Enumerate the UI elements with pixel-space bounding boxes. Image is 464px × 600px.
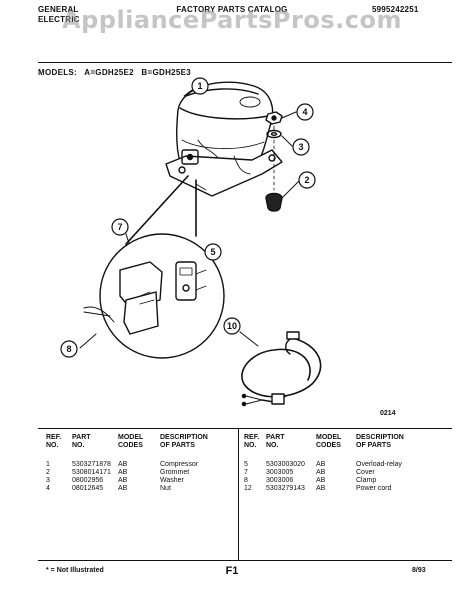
ref-cell: 5 [244, 461, 248, 468]
table-row: 1 5303271878 AB Compressor [46, 461, 236, 469]
part-cell: 5303279143 [266, 485, 305, 492]
callout-10-label: 10 [227, 321, 237, 331]
model-cell: AB [118, 485, 128, 492]
watermark: AppliancePartsPros.com [62, 6, 402, 34]
diagram-code: 0214 [380, 410, 396, 417]
table-top-rule [38, 428, 452, 429]
header-rule [38, 62, 452, 63]
part-cell: 3003005 [266, 469, 294, 476]
callout-3: 3 [292, 138, 310, 156]
part-cell: 08002956 [72, 477, 104, 484]
models-line: MODELS: A=GDH25E2 B=GDH25E3 [38, 68, 192, 77]
model-cell: AB [316, 485, 326, 492]
ref-cell: 7 [244, 469, 248, 476]
table-row: 2 5308014171 AB Grommet [46, 469, 236, 477]
model-cell: AB [118, 461, 128, 468]
callout-7: 7 [111, 218, 129, 236]
desc-cell: Cover [356, 469, 375, 476]
table-row: 7 3003005 AB Cover [244, 469, 454, 477]
desc-cell: Power cord [356, 485, 392, 492]
callout-2-label: 2 [304, 175, 309, 185]
col-ref-header: REF.NO. [46, 434, 62, 449]
callout-1: 1 [191, 77, 209, 95]
hardware-illustration [265, 111, 283, 212]
ref-cell: 8 [244, 477, 248, 484]
revision-date: 8/93 [412, 567, 426, 574]
brand-name: GENERAL ELECTRIC [38, 5, 80, 24]
callout-8: 8 [60, 340, 78, 358]
brand-line-1: GENERAL [38, 5, 79, 14]
desc-cell: Clamp [356, 477, 377, 484]
col-ref-header: REF.NO. [244, 434, 260, 449]
part-cell: 3003006 [266, 477, 294, 484]
not-illustrated-note: * = Not Illustrated [46, 567, 104, 574]
table-row: 4 08012645 AB Nut [46, 485, 236, 493]
model-cell: AB [118, 477, 128, 484]
catalog-title: FACTORY PARTS CATALOG [176, 5, 288, 14]
callout-8-label: 8 [66, 344, 71, 354]
model-cell: AB [316, 461, 326, 468]
desc-cell: Nut [160, 485, 171, 492]
table-divider [238, 428, 239, 560]
table-row: 8 3003006 AB Clamp [244, 477, 454, 485]
desc-cell: Compressor [160, 461, 199, 468]
callout-5-label: 5 [210, 247, 215, 257]
desc-cell: Washer [160, 477, 184, 484]
exploded-parts-diagram: 1 4 3 2 7 5 8 10 [60, 77, 322, 407]
model-cell: AB [316, 469, 326, 476]
relay-detail-illustration [83, 261, 207, 335]
part-cell: 5303271878 [72, 461, 111, 468]
desc-cell: Grommet [160, 469, 190, 476]
callout-2: 2 [298, 171, 316, 189]
part-cell: 5303003020 [266, 461, 305, 468]
table-row: 12 5303279143 AB Power cord [244, 485, 454, 493]
table-row: 3 08002956 AB Washer [46, 477, 236, 485]
part-cell: 08012645 [72, 485, 104, 492]
catalog-number: 5995242251 [372, 5, 419, 14]
ref-cell: 1 [46, 461, 50, 468]
callout-1-label: 1 [197, 81, 202, 91]
callout-4: 4 [296, 103, 314, 121]
page-code: F1 [225, 565, 239, 577]
part-cell: 5308014171 [72, 469, 111, 476]
ref-cell: 2 [46, 469, 50, 476]
desc-cell: Overload-relay [356, 461, 402, 468]
brand-line-2: ELECTRIC [38, 15, 80, 24]
ref-cell: 12 [244, 485, 252, 492]
callout-10: 10 [223, 317, 241, 335]
ref-cell: 3 [46, 477, 50, 484]
table-row: 5 5303003020 AB Overload-relay [244, 461, 454, 469]
callout-3-label: 3 [298, 142, 303, 152]
ref-cell: 4 [46, 485, 50, 492]
footer-rule [38, 560, 452, 561]
callout-4-label: 4 [302, 107, 307, 117]
compressor-illustration [165, 81, 283, 197]
callout-5: 5 [204, 243, 222, 261]
callout-7-label: 7 [117, 222, 122, 232]
model-cell: AB [118, 469, 128, 476]
power-cord-illustration [241, 331, 322, 407]
model-cell: AB [316, 477, 326, 484]
